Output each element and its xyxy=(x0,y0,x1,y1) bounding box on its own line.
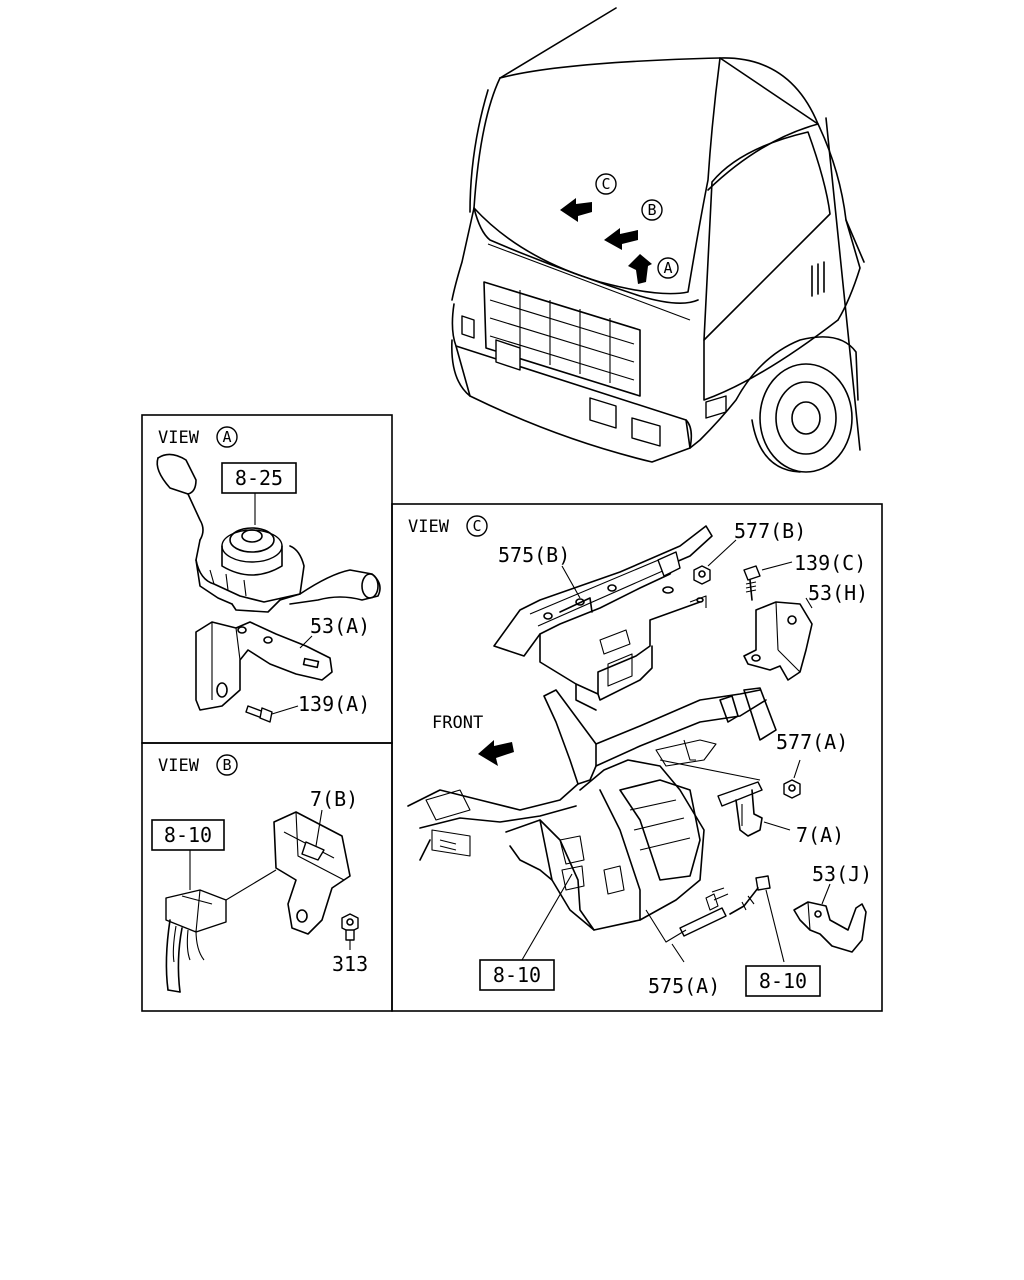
part-label-7b: 7(B) xyxy=(310,787,358,811)
view-b-title: VIEW xyxy=(158,756,200,776)
nut-577b-icon xyxy=(693,565,711,585)
front-arrow-icon xyxy=(478,740,514,766)
bolt-139c-icon xyxy=(743,565,761,601)
front-indicator: FRONT xyxy=(432,713,514,766)
bracket-7a-illustration xyxy=(717,781,763,837)
clip-575a-illustration xyxy=(679,887,729,937)
bracket-53a-illustration xyxy=(195,621,333,711)
view-c-title: VIEW xyxy=(408,517,450,537)
truck-view-marker-a[interactable]: A xyxy=(657,257,679,279)
nut-313-icon xyxy=(341,913,359,941)
front-label: FRONT xyxy=(432,713,483,733)
view-a-marker: A xyxy=(222,428,231,446)
marker-a-text: A xyxy=(663,259,672,277)
truck-cab-illustration xyxy=(451,7,865,473)
ref-box-8-25-text: 8-25 xyxy=(235,466,283,490)
marker-b-text: B xyxy=(647,201,656,219)
ref-box-8-10-view-c-left[interactable]: 8-10 xyxy=(479,959,555,991)
bracket-53j-illustration xyxy=(793,901,867,953)
bracket-7b-illustration xyxy=(273,811,351,935)
part-label-575a: 575(A) xyxy=(648,974,720,998)
part-label-53j: 53(J) xyxy=(812,862,872,886)
part-label-7a: 7(A) xyxy=(796,823,844,847)
part-label-139c: 139(C) xyxy=(794,551,866,575)
part-label-139a: 139(A) xyxy=(298,692,370,716)
truck-view-marker-b[interactable]: B xyxy=(641,199,663,221)
view-b-marker: B xyxy=(222,756,231,774)
ref-box-view-c-right-text: 8-10 xyxy=(759,969,807,993)
part-label-53a: 53(A) xyxy=(310,614,370,638)
ref-box-8-10-view-c-right[interactable]: 8-10 xyxy=(745,965,821,997)
view-c-panel xyxy=(391,503,883,1012)
ref-box-8-10-view-b[interactable]: 8-10 xyxy=(151,819,225,851)
bolt-8-10-icon xyxy=(729,875,771,915)
view-c-header: VIEW C xyxy=(408,515,488,537)
marker-c-text: C xyxy=(601,175,610,193)
bracket-53h-illustration xyxy=(743,601,813,681)
view-c-arrow-icon xyxy=(560,198,592,222)
truck-view-marker-c[interactable]: C xyxy=(595,173,617,195)
bracket-575b-illustration xyxy=(493,525,713,711)
connector-harness-illustration xyxy=(165,889,227,993)
ref-box-view-c-left-text: 8-10 xyxy=(493,963,541,987)
part-label-53h: 53(H) xyxy=(808,581,868,605)
view-a-arrow-icon xyxy=(628,254,652,284)
view-b-header: VIEW B xyxy=(158,754,238,776)
part-label-577b: 577(B) xyxy=(734,519,806,543)
combination-switch-illustration xyxy=(156,453,381,613)
view-a-header: VIEW A xyxy=(158,426,238,448)
ref-box-8-25[interactable]: 8-25 xyxy=(221,462,297,494)
view-b-arrow-icon xyxy=(604,228,638,250)
view-c-marker: C xyxy=(472,517,481,535)
ref-box-view-b-text: 8-10 xyxy=(164,823,212,847)
nut-577a-icon xyxy=(783,779,801,799)
part-label-575b: 575(B) xyxy=(498,543,570,567)
bolt-139a-icon xyxy=(245,705,273,723)
part-label-577a: 577(A) xyxy=(776,730,848,754)
view-a-title: VIEW xyxy=(158,428,200,448)
part-label-313: 313 xyxy=(332,952,368,976)
dashboard-heater-unit-illustration xyxy=(407,687,777,931)
